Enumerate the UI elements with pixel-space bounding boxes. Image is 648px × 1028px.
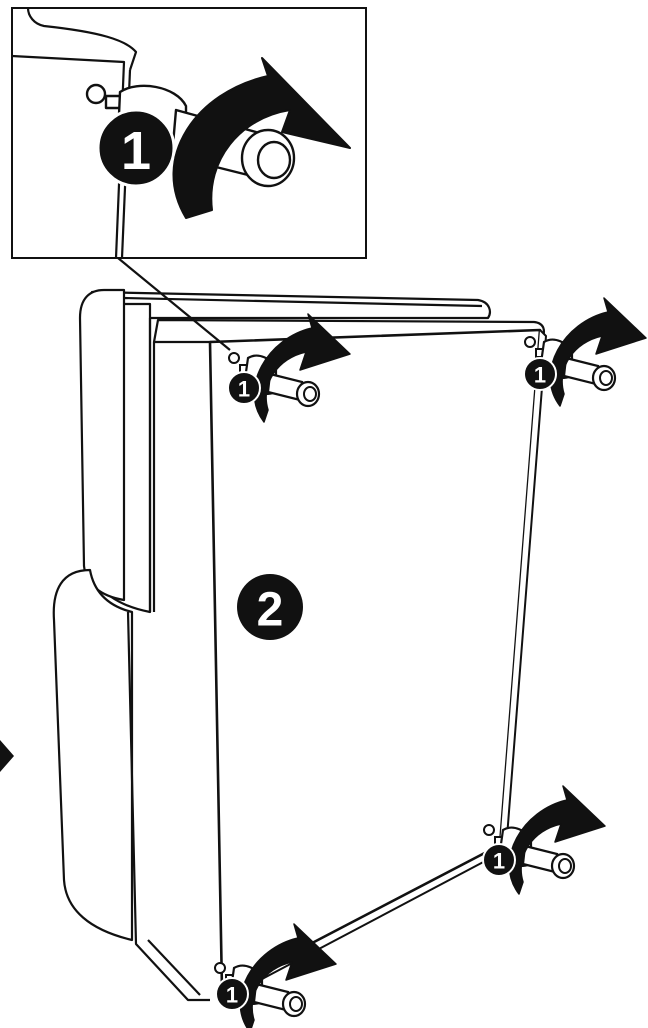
front-cover (154, 320, 546, 996)
step-1-label: 1 (238, 377, 250, 402)
detail-inset: 1 (12, 8, 366, 258)
step-1-label: 1 (226, 983, 238, 1008)
screw-top-right: 1 (524, 298, 646, 406)
step-1-label: 1 (534, 363, 546, 388)
step-2-label: 2 (257, 584, 284, 637)
pointer-arrow-icon (0, 740, 14, 772)
step-1-label: 1 (121, 121, 151, 181)
step-2-marker: 2 (237, 574, 303, 640)
step-1-label: 1 (493, 849, 505, 874)
